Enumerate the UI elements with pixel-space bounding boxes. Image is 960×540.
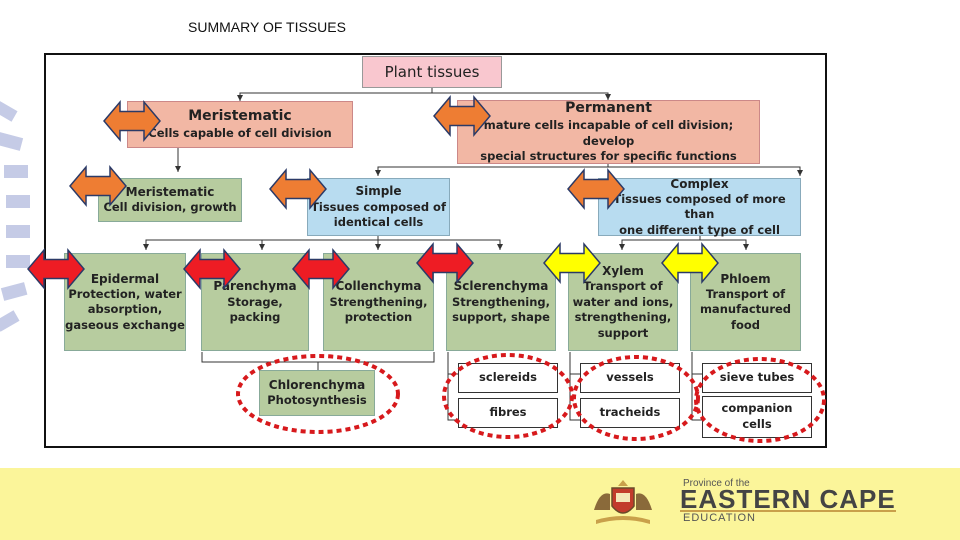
parenchyma-desc: Storage, packing (227, 294, 283, 325)
tracheids-box: tracheids (580, 398, 680, 428)
fibres-box: fibres (458, 398, 558, 428)
slide-title: SUMMARY OF TISSUES (188, 19, 346, 35)
epidermal-desc: Protection, water absorption, gaseous ex… (65, 286, 185, 332)
vessels-label: vessels (606, 370, 654, 385)
collenchyma-title: Collenchyma (335, 279, 422, 294)
simple-title: Simple (355, 184, 402, 199)
sclerenchyma-box: Sclerenchyma Strengthening, support, sha… (446, 253, 556, 351)
sclerenchyma-title: Sclerenchyma (453, 279, 549, 294)
stripe-decoration-icon (0, 100, 30, 332)
department-name: EDUCATION (683, 512, 756, 524)
epidermal-title: Epidermal (90, 271, 160, 286)
simple-desc: Tissues composed of identical cells (311, 199, 446, 230)
meristematic-box: Meristematic Cells capable of cell divis… (127, 101, 353, 148)
phloem-title: Phloem (720, 271, 771, 286)
permanent-box: Permanent mature cells incapable of cell… (457, 100, 760, 164)
epidermal-box: Epidermal Protection, water absorption, … (64, 253, 186, 351)
crest-icon (594, 480, 652, 524)
complex-box: Complex Tissues composed of more than on… (598, 176, 801, 237)
plant-tissues-label: Plant tissues (384, 62, 480, 81)
permanent-title: Permanent (565, 100, 652, 117)
complex-desc: Tissues composed of more than one differ… (613, 191, 786, 237)
xylem-desc: Transport of water and ions, strengtheni… (572, 279, 674, 340)
meristematic-desc: Cells capable of cell division (148, 126, 332, 141)
meristematic-sub-title: Meristematic (125, 185, 215, 200)
complex-title: Complex (670, 176, 729, 191)
chlorenchyma-title: Chlorenchyma (268, 378, 366, 393)
meristematic-sub-desc: Cell division, growth (103, 200, 237, 215)
companion-cells-box: companion cells (702, 396, 812, 438)
sieve-tubes-label: sieve tubes (719, 370, 795, 385)
plant-tissues-box: Plant tissues (362, 56, 502, 88)
xylem-title: Xylem (602, 263, 644, 278)
parenchyma-box: Parenchyma Storage, packing (201, 253, 309, 351)
province-name: EASTERN CAPE (680, 484, 896, 514)
footer-band (0, 468, 960, 540)
fibres-label: fibres (489, 405, 527, 420)
sieve-tubes-box: sieve tubes (702, 363, 812, 393)
phloem-box: Phloem Transport of manufactured food (690, 253, 801, 351)
collenchyma-desc: Strengthening, protection (329, 294, 428, 325)
province-line: Province of the (683, 478, 750, 489)
vessels-box: vessels (580, 363, 680, 393)
sclereids-box: sclereids (458, 363, 558, 393)
companion-cells-label: companion cells (721, 401, 793, 431)
tracheids-label: tracheids (599, 405, 661, 420)
sclereids-label: sclereids (479, 370, 537, 385)
sclerenchyma-desc: Strengthening, support, shape (451, 294, 551, 325)
meristematic-sub-box: Meristematic Cell division, growth (98, 178, 242, 222)
phloem-desc: Transport of manufactured food (699, 286, 792, 332)
logo-divider (680, 510, 896, 512)
permanent-desc: mature cells incapable of cell division;… (480, 118, 737, 164)
parenchyma-title: Parenchyma (213, 279, 297, 294)
chlorenchyma-desc: Photosynthesis (267, 393, 367, 408)
collenchyma-box: Collenchyma Strengthening, protection (323, 253, 434, 351)
xylem-box: Xylem Transport of water and ions, stren… (568, 253, 678, 351)
simple-box: Simple Tissues composed of identical cel… (307, 178, 450, 236)
chlorenchyma-box: Chlorenchyma Photosynthesis (259, 370, 375, 416)
meristematic-title: Meristematic (188, 108, 292, 125)
